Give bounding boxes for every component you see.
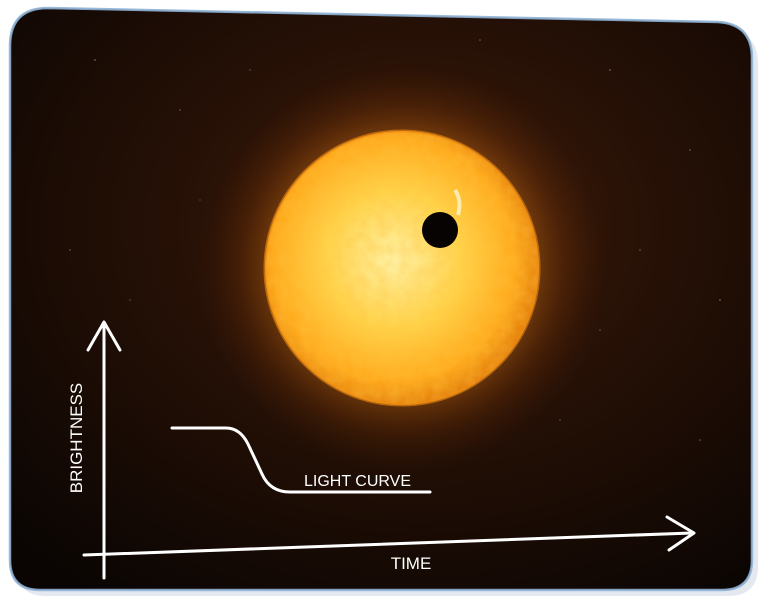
- planet-icon: [422, 212, 458, 248]
- y-axis-label: BRIGHTNESS: [67, 383, 86, 494]
- x-axis-line: [82, 531, 694, 557]
- axes: [82, 320, 696, 580]
- arrow-right-icon: [665, 515, 696, 552]
- curve-label: LIGHT CURVE: [304, 473, 411, 490]
- arrow-up-icon: [86, 320, 122, 352]
- light-curve: [170, 426, 432, 494]
- star-flare: [453, 188, 462, 216]
- background-stars: [69, 39, 721, 441]
- star-icon: [263, 129, 541, 407]
- frame-border: [8, 6, 754, 592]
- x-axis-label: TIME: [391, 554, 432, 573]
